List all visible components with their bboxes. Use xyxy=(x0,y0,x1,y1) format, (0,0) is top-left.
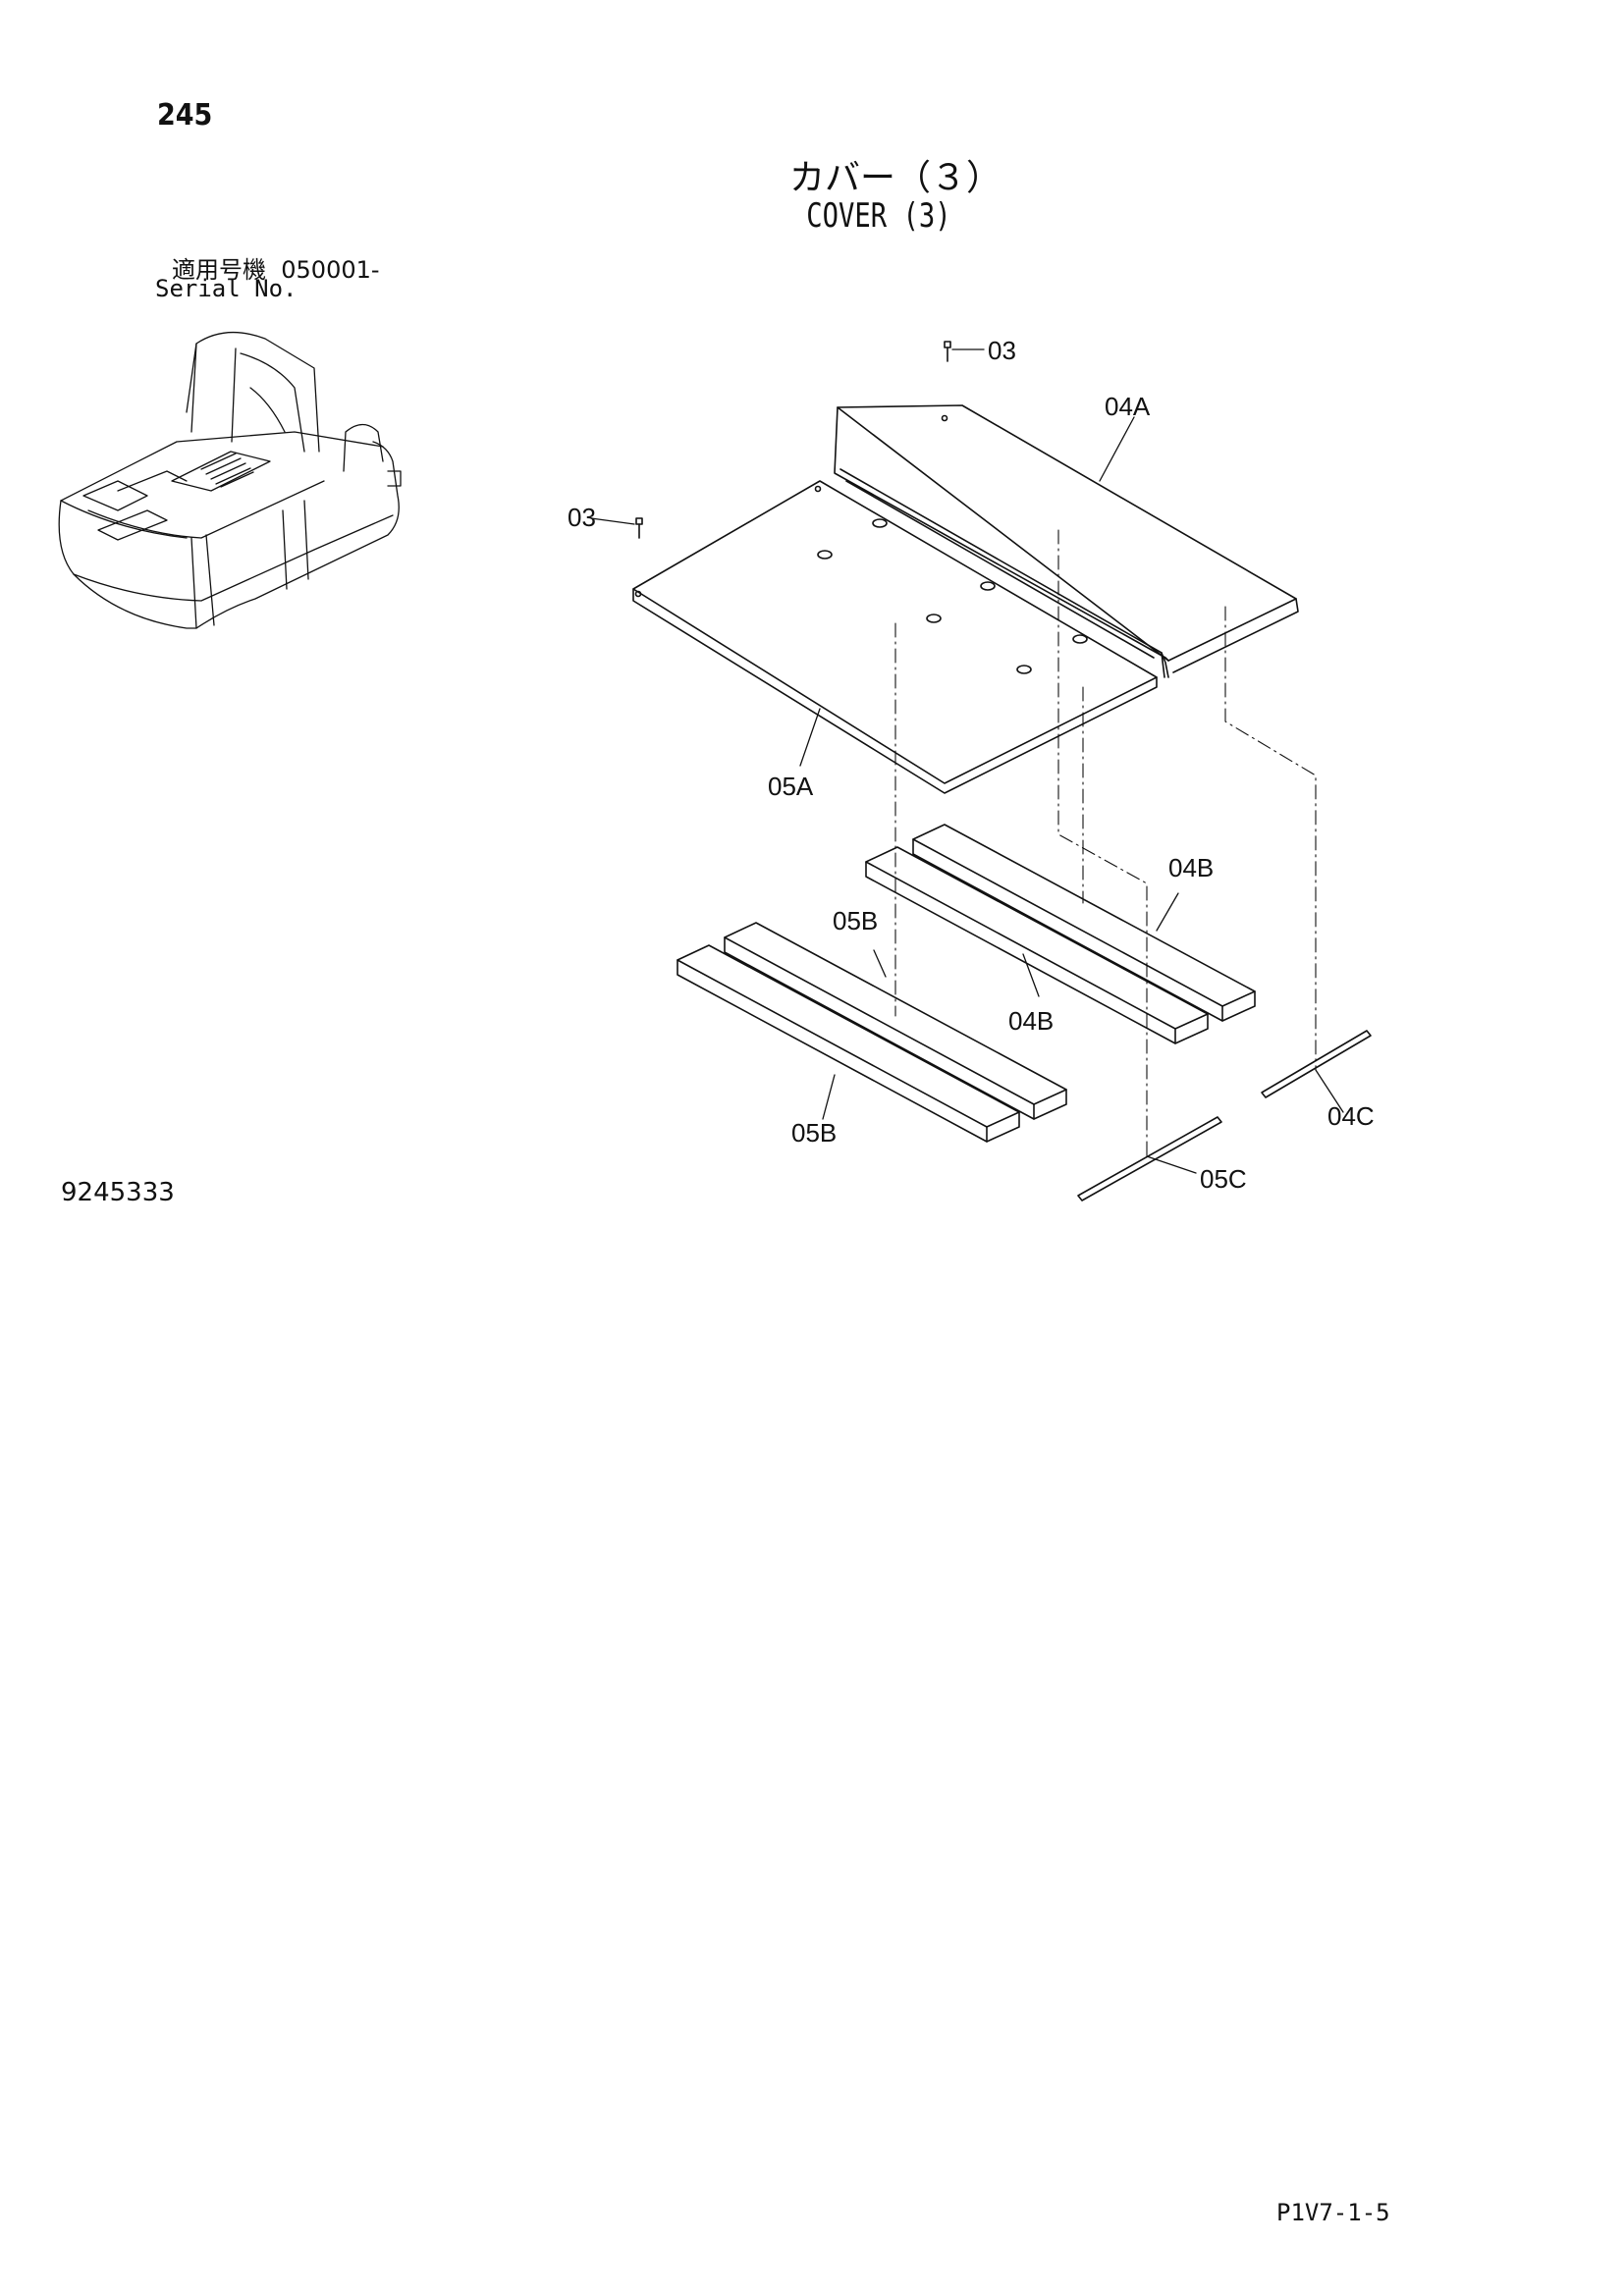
cover-04A xyxy=(834,404,1299,678)
strip-04B xyxy=(865,824,1256,1044)
label-04A: 04A xyxy=(1105,392,1151,421)
serial-label-english: Serial No. xyxy=(155,275,298,302)
label-03-top: 03 xyxy=(988,336,1016,365)
page-code: P1V7-1-5 xyxy=(1276,2199,1390,2226)
drawing-id: 9245333 xyxy=(61,1178,175,1207)
machine-thumbnail xyxy=(58,331,402,629)
page-number: 245 xyxy=(157,98,213,133)
label-05A: 05A xyxy=(768,772,814,801)
label-05B-bottom: 05B xyxy=(791,1118,837,1148)
strip-05B xyxy=(677,922,1067,1143)
label-05B-top: 05B xyxy=(833,906,878,935)
label-04B-top: 04B xyxy=(1168,853,1214,882)
cover-05A xyxy=(632,480,1158,794)
alignment-lines xyxy=(894,529,1317,1159)
serial-number: 050001- xyxy=(281,256,380,284)
title-japanese: カバー（３） xyxy=(788,158,1001,198)
serial-label-jp-text: 適用号機 xyxy=(172,256,266,284)
part-labels: 03 03 04A 05A 04B 04B 05B 05B 04C 05C xyxy=(568,336,1375,1194)
serial-label-japanese: 適用号機 050001- xyxy=(172,250,380,285)
strip-05C xyxy=(1077,1116,1222,1201)
bolt-icons xyxy=(635,341,951,539)
leader-lines xyxy=(590,348,1344,1174)
label-03-left: 03 xyxy=(568,503,596,532)
label-05C: 05C xyxy=(1200,1164,1247,1194)
label-04C: 04C xyxy=(1327,1101,1375,1131)
label-04B-mid: 04B xyxy=(1008,1006,1054,1036)
strip-04C xyxy=(1261,1030,1372,1098)
title-english: COVER (3) xyxy=(806,196,951,236)
